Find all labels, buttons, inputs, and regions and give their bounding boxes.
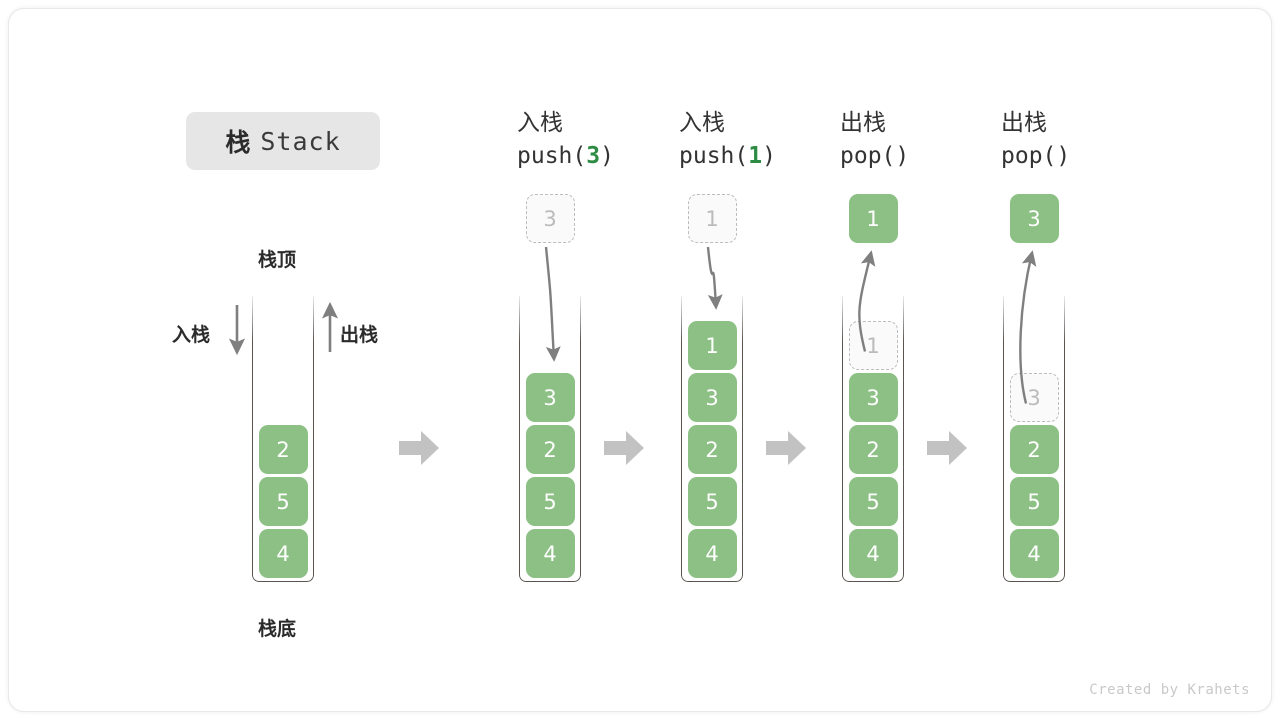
figure-title-cn: 栈 <box>225 128 251 157</box>
step-header-push-1: 入栈 push(1) <box>679 108 849 171</box>
step-header-code: pop() <box>840 142 910 169</box>
figure-title-chip: 栈 Stack <box>186 112 380 170</box>
stack-cell-push-3-3: 4 <box>525 529 575 578</box>
stack-bottom-label: 栈底 <box>258 618 297 640</box>
stack-cell-pop-1-1: 3 <box>848 373 898 422</box>
stack-tube <box>519 296 581 582</box>
floating-cell-pop-1: 1 <box>848 194 898 243</box>
step-header-cn: 出栈 <box>840 110 886 136</box>
stack-cell-push-1-4: 4 <box>687 529 737 578</box>
step-header-cn: 入栈 <box>517 110 563 136</box>
step-header-code: pop() <box>1001 142 1071 169</box>
floating-cell-pop-2: 3 <box>1009 194 1059 243</box>
stack-cell-push-3-2: 5 <box>525 477 575 526</box>
left-push-label: 入栈 <box>172 324 211 346</box>
step-header-cn: 出栈 <box>1001 110 1047 136</box>
stack-cell-pop-1-4: 4 <box>848 529 898 578</box>
step-header-pop-1: 出栈 pop() <box>840 108 1010 171</box>
step-header-code: push(3) <box>517 142 614 169</box>
stack-cell-pop-2-3: 4 <box>1009 529 1059 578</box>
stack-cell-push-1-2: 2 <box>687 425 737 474</box>
stack-tube <box>842 296 904 582</box>
stack-cell-push-1-0: 1 <box>687 321 737 370</box>
step-header-push-3: 入栈 push(3) <box>517 108 687 171</box>
left-stack-cell: 2 <box>258 425 308 474</box>
figure-credit: Created by Krahets <box>1089 682 1250 698</box>
stack-cell-pop-2-1: 2 <box>1009 425 1059 474</box>
figure-title-en: Stack <box>260 126 341 156</box>
stack-cell-push-3-1: 2 <box>525 425 575 474</box>
step-header-pop-2: 出栈 pop() <box>1001 108 1171 171</box>
stack-cell-push-1-3: 5 <box>687 477 737 526</box>
step-header-code: push(1) <box>679 142 776 169</box>
left-stack-cell: 4 <box>258 529 308 578</box>
stack-cell-pop-2-0: 3 <box>1009 373 1059 422</box>
stack-cell-push-1-1: 3 <box>687 373 737 422</box>
stack-cell-pop-1-2: 2 <box>848 425 898 474</box>
stack-tube <box>681 296 743 582</box>
stack-cell-pop-1-0: 1 <box>848 321 898 370</box>
stack-tube <box>1003 296 1065 582</box>
stack-cell-push-3-0: 3 <box>525 373 575 422</box>
stack-top-label: 栈顶 <box>258 249 297 271</box>
stack-cell-pop-1-3: 5 <box>848 477 898 526</box>
left-pop-label: 出栈 <box>340 324 379 346</box>
step-header-cn: 入栈 <box>679 110 725 136</box>
stack-tube <box>252 296 314 582</box>
left-stack-cell: 5 <box>258 477 308 526</box>
floating-cell-push-1: 1 <box>687 194 737 243</box>
floating-cell-push-3: 3 <box>525 194 575 243</box>
stack-cell-pop-2-2: 5 <box>1009 477 1059 526</box>
